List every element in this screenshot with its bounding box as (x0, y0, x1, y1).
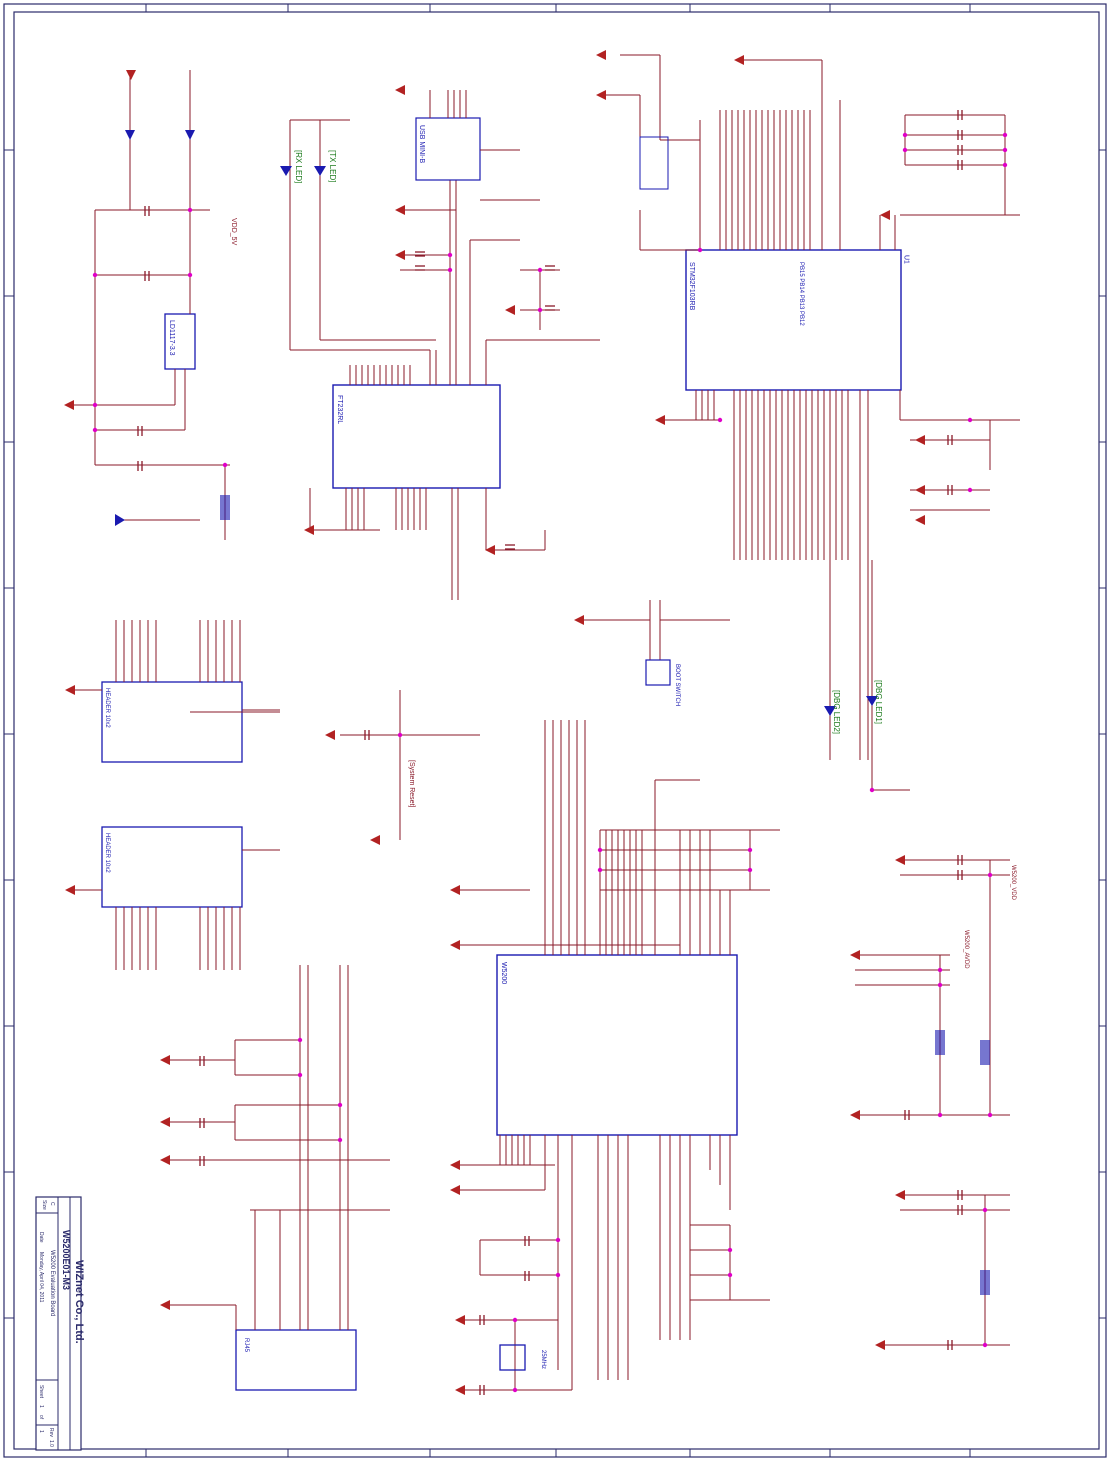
sheet-of: of (38, 1415, 44, 1420)
document-number: W5200E01-M3 (61, 1230, 71, 1290)
vdd5-net-label: VDD_5V (230, 218, 237, 246)
rev-label: Rev (48, 1428, 54, 1437)
rev-value: 1.0 (48, 1440, 54, 1447)
u1-part-number: STM32F103RB (688, 262, 695, 311)
sheet-total: 1 (38, 1430, 44, 1433)
u2-part-number: W5200 (500, 962, 507, 984)
ground-symbols (64, 50, 925, 1395)
sheet-number: 1 (38, 1405, 44, 1408)
w5200-avdd-net-label: W5200_AVDD (963, 930, 969, 969)
ethernet-controller-block: W5200 25MHz (455, 720, 780, 1395)
p1-part-number: RJ45 (243, 1338, 249, 1353)
drawing-frame (3, 3, 1107, 1458)
mcu-block: PB15 PB14 PB13 PB12 U1 STM32F103RB [DBG … (600, 54, 1020, 791)
system-reset-label: [System Reset] (408, 760, 415, 808)
title-block: WIZnet Co., Ltd. W5200E01-M3 W5200 Evalu… (35, 1196, 85, 1451)
company-name: WIZnet Co., Ltd. (73, 1260, 85, 1344)
j2-part-number: HEADER 10x2 (104, 833, 110, 873)
header-block: HEADER 10x2 HEADER 10x2 (70, 620, 280, 970)
u3-part-number: FT232RL (336, 395, 343, 424)
date-label: Date (38, 1232, 44, 1243)
u1-pin-label-pb-row: PB15 PB14 PB13 PB12 (798, 262, 804, 326)
sheet-label: Sheet (38, 1385, 44, 1399)
date-value: Monday, April 04, 2011 (38, 1252, 44, 1303)
usb-uart-block: [TX LED] [RX LED] FT232RL USB MINI-B (280, 90, 600, 600)
w5200-power-block: W5200_VDD W5200_AVDD (855, 855, 1016, 1350)
u1-reference: U1 (903, 255, 910, 264)
junction-dots (92, 132, 1008, 1393)
p2-part-number: USB MINI-B (418, 125, 425, 163)
size-label: Size (41, 1200, 47, 1210)
dbg-led2-label: [DBG LED2] (832, 690, 841, 734)
dbg-led1-label: [DBG LED1] (874, 680, 883, 724)
j1-part-number: HEADER 10x2 (104, 688, 110, 728)
rx-led-label: [RX LED] (294, 150, 303, 183)
w5200-vdd-net-label: W5200_VDD (1010, 865, 1016, 901)
size-value: C (49, 1202, 55, 1206)
reset-block: [System Reset] BOOT SWITCH (340, 600, 730, 840)
rj45-block: RJ45 (165, 965, 390, 1391)
y2-part-number: 25MHz (540, 1350, 546, 1369)
power-block: LD1117-3.3 VDD_5V (70, 70, 237, 540)
sw1-part-number: BOOT SWITCH (674, 664, 680, 706)
u4-part-number: LD1117-3.3 (168, 320, 175, 356)
tx-led-label: [TX LED] (328, 150, 337, 182)
board-title: W5200 Evaluation Board (49, 1250, 55, 1316)
